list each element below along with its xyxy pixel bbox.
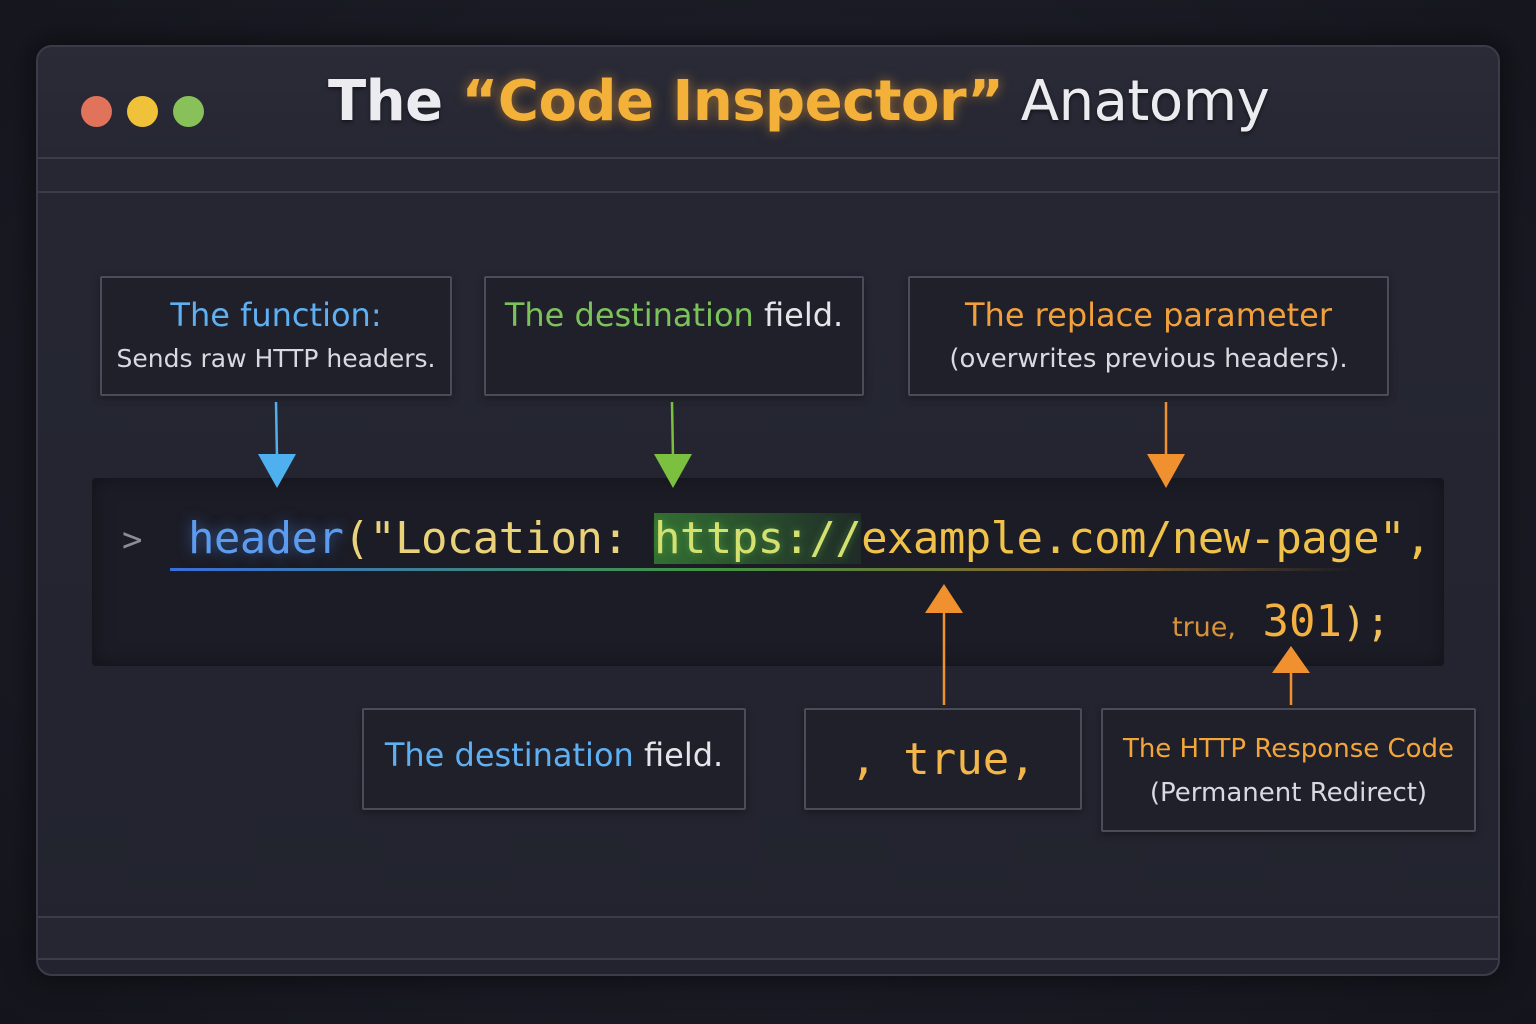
function-annotation-keyword: function:	[240, 296, 382, 334]
code-close-token: ",	[1378, 513, 1431, 564]
replace-annotation-title: The replace parameter	[964, 296, 1333, 334]
destination-top-keyword: The destination	[504, 296, 754, 334]
code-line-continuation: true, 301);	[1172, 596, 1390, 647]
function-annotation: The function: Sends raw HTTP headers.	[100, 276, 452, 396]
destination-bottom-field: field.	[633, 736, 724, 774]
destination-top-field: field.	[753, 296, 844, 334]
close-window-dot[interactable]	[81, 96, 112, 127]
code-true-token: true,	[1172, 612, 1236, 643]
code-url-path-token: example.com/new-page	[861, 513, 1379, 564]
code-end-token: );	[1341, 600, 1391, 646]
prompt-chevron: >	[122, 520, 143, 560]
destination-annotation-bottom-title: The destination field.	[364, 736, 744, 774]
code-underline-glow	[170, 568, 1360, 571]
code-line: header("Location: https://example.com/ne…	[188, 513, 1431, 564]
response-code-annotation-desc: (Permanent Redirect)	[1149, 778, 1428, 808]
destination-annotation-top: The destination field.	[484, 276, 864, 396]
code-line-panel	[92, 478, 1444, 666]
code-function-token: header	[188, 513, 344, 564]
title-suffix: Anatomy	[1003, 69, 1270, 134]
title-bar: The “Code Inspector” Anatomy	[38, 47, 1498, 159]
response-code-annotation-title: The HTTP Response Code	[1122, 734, 1455, 764]
page-title: The “Code Inspector” Anatomy	[328, 69, 1270, 134]
code-status-token: 301	[1236, 596, 1342, 647]
maximize-window-dot[interactable]	[173, 96, 204, 127]
minimize-window-dot[interactable]	[127, 96, 158, 127]
function-annotation-desc: Sends raw HTTP headers.	[116, 344, 436, 373]
code-open-token: ("Location:	[343, 513, 655, 564]
function-annotation-the: The	[170, 296, 241, 334]
title-prefix: The	[328, 69, 462, 134]
status-strip	[38, 916, 1498, 960]
function-annotation-title: The function:	[102, 296, 450, 334]
true-annotation-value: , true,	[850, 734, 1036, 785]
destination-bottom-keyword: The destination	[384, 736, 634, 774]
toolbar-strip	[38, 159, 1498, 193]
code-url-scheme-token: https://	[654, 513, 862, 564]
destination-annotation-top-title: The destination field.	[486, 296, 862, 334]
true-annotation: , true,	[804, 708, 1082, 810]
title-highlight: “Code Inspector”	[461, 69, 1004, 134]
replace-annotation-desc: (overwrites previous headers).	[949, 344, 1348, 374]
response-code-annotation: The HTTP Response Code (Permanent Redire…	[1101, 708, 1476, 832]
destination-annotation-bottom: The destination field.	[362, 708, 746, 810]
replace-annotation: The replace parameter (overwrites previo…	[908, 276, 1389, 396]
